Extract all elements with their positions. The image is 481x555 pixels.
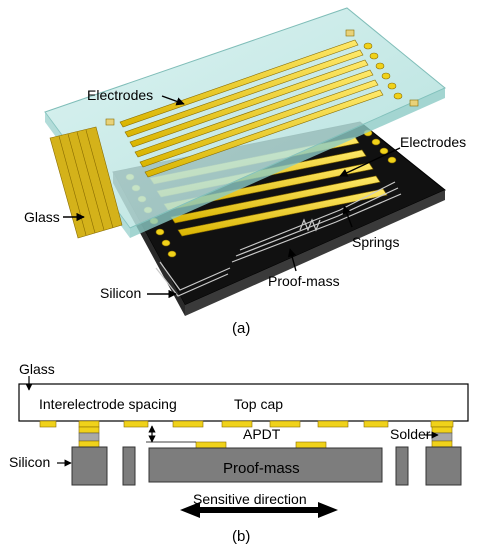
silicon-blocks — [71, 446, 462, 486]
label-arrows-a — [63, 95, 401, 299]
label-proof-mass-b: Proof-mass — [223, 460, 300, 477]
caption-b: (b) — [232, 528, 250, 545]
solder-right — [431, 426, 453, 448]
solder-left — [78, 426, 100, 448]
label-interelectrode-spacing: Interelectrode spacing — [39, 396, 177, 412]
springs-traces — [155, 181, 402, 297]
label-silicon-a: Silicon — [100, 285, 141, 301]
sensitive-direction-arrow — [180, 502, 338, 518]
cap-electrodes — [39, 420, 454, 428]
label-springs: Springs — [352, 234, 399, 250]
diagram-a: Electrodes Electrodes Glass Springs Sili… — [24, 7, 466, 337]
label-silicon-b: Silicon — [9, 454, 50, 470]
label-proof-mass-a: Proof-mass — [268, 273, 340, 289]
label-glass-b: Glass — [19, 361, 55, 377]
glass-pads-right — [105, 29, 419, 126]
label-sensitive-direction: Sensitive direction — [193, 491, 307, 507]
label-apdt: APDT — [243, 426, 281, 442]
diagram-b: Glass Interelectrode spacing Top cap — [9, 361, 469, 545]
label-electrodes-silicon: Electrodes — [400, 134, 466, 150]
label-electrodes-glass: Electrodes — [87, 87, 153, 103]
label-glass-a: Glass — [24, 209, 60, 225]
proof-mass-electrodes — [195, 441, 327, 449]
label-top-cap: Top cap — [234, 396, 283, 412]
caption-a: (a) — [232, 320, 250, 337]
label-solder: Solder — [390, 426, 431, 442]
top-cap-rect — [18, 383, 469, 422]
glass-electrodes — [119, 39, 384, 178]
